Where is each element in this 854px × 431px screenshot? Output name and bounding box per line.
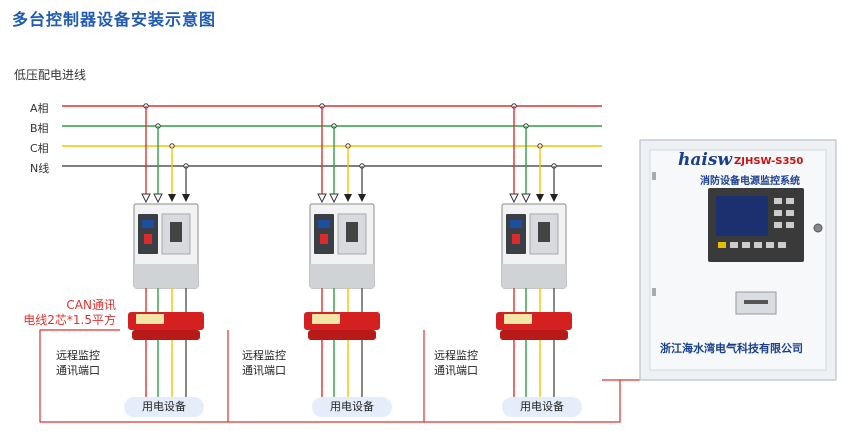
cabinet-model: ZJHSW-S350: [734, 156, 804, 167]
remote-port-label-3-line1: 远程监控: [434, 349, 478, 362]
breaker-panel-3: [529, 213, 559, 255]
sensor-base-3: [500, 330, 568, 340]
breaker-lcd-1: [142, 220, 154, 228]
remote-port-label-2-line1: 远程监控: [242, 349, 286, 362]
breaker-handle-2: [346, 222, 358, 242]
device-label-1: 用电设备: [124, 397, 204, 417]
page-title: 多台控制器设备安装示意图: [12, 10, 217, 29]
breaker-handle-1: [170, 222, 182, 242]
cabinet-brand-logo: haisw: [678, 150, 733, 170]
breaker-terminals-2: [310, 264, 374, 288]
arrow-open-1-2: [153, 193, 163, 204]
breaker-terminals-3: [502, 264, 566, 288]
can-note-line1: CAN通讯: [66, 298, 116, 312]
arrow-solid-1-3: [168, 194, 176, 202]
sensor-base-1: [132, 330, 200, 340]
arrow-open-2-1: [317, 193, 327, 204]
sensor-base-2: [308, 330, 376, 340]
arrow-solid-2-3: [344, 194, 352, 202]
phase-label-b: B相: [30, 122, 49, 135]
sensor-label-plate-1: [136, 314, 164, 324]
arrow-solid-3-3: [536, 194, 544, 202]
monitoring-cabinet: [639, 139, 837, 381]
can-bus-wire: [39, 329, 621, 423]
sensor-label-plate-2: [312, 314, 340, 324]
cabinet-lock: [813, 223, 823, 233]
breaker-terminals-1: [134, 264, 198, 288]
breaker-button-2: [320, 234, 328, 244]
arrow-open-3-2: [521, 193, 531, 204]
arrow-open-3-1: [509, 193, 519, 204]
device-label-3: 用电设备: [502, 397, 582, 417]
breaker-lcd-2: [318, 220, 330, 228]
remote-port-label-1-line2: 通讯端口: [56, 364, 100, 377]
phase-label-c: C相: [30, 142, 49, 155]
arrow-open-2-2: [329, 193, 339, 204]
arrow-solid-3-4: [550, 194, 558, 202]
breaker-lcd-3: [510, 220, 522, 228]
cabinet-keypad: [718, 198, 794, 248]
arrow-solid-1-4: [182, 194, 190, 202]
cabinet-system-name: 消防设备电源监控系统: [700, 176, 800, 187]
remote-port-label-1-line1: 远程监控: [56, 349, 100, 362]
can-note-line2: 电线2芯*1.5平方: [23, 313, 116, 327]
phase-label-a: A相: [30, 102, 49, 115]
cabinet-screen: [716, 196, 768, 236]
phase-label-n: N线: [30, 162, 50, 175]
breaker-handle-3: [538, 222, 550, 242]
arrow-open-1-1: [141, 193, 151, 204]
device-label-2: 用电设备: [312, 397, 392, 417]
sensor-label-plate-3: [504, 314, 532, 324]
breaker-button-3: [512, 234, 520, 244]
arrow-solid-2-4: [358, 194, 366, 202]
cabinet-company-name: 浙江海水湾电气科技有限公司: [660, 342, 803, 355]
breaker-button-1: [144, 234, 152, 244]
incoming-line-label: 低压配电进线: [14, 68, 87, 82]
remote-port-label-2-line2: 通讯端口: [242, 364, 286, 377]
remote-port-label-3-line2: 通讯端口: [434, 364, 478, 377]
